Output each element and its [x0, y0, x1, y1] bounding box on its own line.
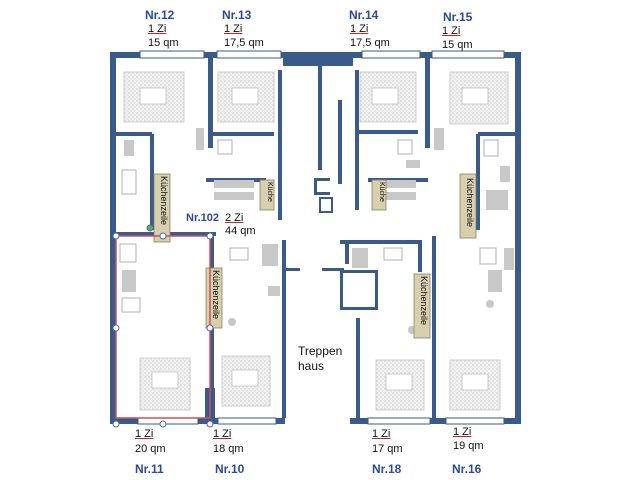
kitchen-counters: [153, 173, 477, 339]
rooms-text: 1 Zi: [442, 25, 461, 37]
unit-number-nr102: Nr.102: [186, 212, 220, 224]
unit-area-nr16: 19 qm: [453, 440, 484, 452]
kitchen-label-right-mid: Küchenzeile: [419, 276, 429, 326]
unit-number-nr18: Nr.18: [372, 462, 402, 476]
kitchen-label-small-left: Küche: [266, 182, 273, 202]
unit-area-nr18: 17 qm: [372, 443, 403, 455]
rooms-text: 1 Zi: [350, 23, 369, 35]
rooms-text: 1 Zi: [453, 426, 472, 438]
bed-pillows: [139, 87, 489, 391]
rooms-text: 2 Zi: [225, 212, 244, 224]
unit-rooms-nr11: 1 Zi: [135, 428, 153, 441]
rooms-text: 1 Zi: [135, 428, 154, 440]
unit-number-nr15: Nr.15: [443, 10, 473, 24]
unit-area-nr14: 17,5 qm: [350, 37, 390, 49]
unit-number-nr11: Nr.11: [135, 462, 164, 476]
selection-outline[interactable]: [115, 235, 211, 419]
unit-rooms-nr10: 1 Zi: [213, 428, 231, 441]
unit-number-nr12: Nr.12: [145, 8, 175, 22]
stairwell-label-line2: haus: [298, 359, 325, 373]
unit-area-nr10: 18 qm: [213, 443, 244, 455]
rooms-text: 1 Zi: [224, 23, 243, 35]
unit-area-nr15: 15 qm: [442, 39, 473, 51]
unit-area-nr102: 44 qm: [225, 225, 256, 237]
selection-handles[interactable]: [112, 224, 214, 428]
unit-area-nr11: 20 qm: [135, 443, 166, 455]
unit-number-nr14: Nr.14: [349, 8, 379, 22]
unit-rooms-nr14: 1 Zi: [350, 23, 368, 36]
rooms-text: 1 Zi: [148, 23, 167, 35]
stairwell-label-line1: Treppen: [298, 344, 343, 358]
unit-number-nr13: Nr.13: [222, 8, 252, 22]
kitchen-label-left-top: Küchenzeile: [159, 176, 169, 226]
unit-rooms-nr16: 1 Zi: [453, 426, 471, 439]
kitchen-label-right-top: Küchenzeile: [465, 178, 475, 228]
unit-rooms-nr13: 1 Zi: [224, 23, 242, 36]
unit-number-nr10: Nr.10: [215, 462, 245, 476]
unit-rooms-nr15: 1 Zi: [442, 25, 460, 38]
bathroom-fixtures: [119, 128, 514, 334]
unit-rooms-nr18: 1 Zi: [372, 428, 390, 441]
unit-area-nr12: 15 qm: [148, 37, 179, 49]
kitchen-label-left-mid: Küchenzeile: [211, 270, 221, 320]
unit-rooms-nr12: 1 Zi: [148, 23, 166, 36]
unit-rooms-nr102: 2 Zi: [225, 212, 243, 225]
rooms-text: 1 Zi: [213, 428, 232, 440]
unit-number-nr16: Nr.16: [452, 462, 482, 476]
kitchen-label-small-right: Küche: [378, 182, 385, 202]
rooms-text: 1 Zi: [372, 428, 391, 440]
unit-area-nr13: 17,5 qm: [224, 37, 264, 49]
